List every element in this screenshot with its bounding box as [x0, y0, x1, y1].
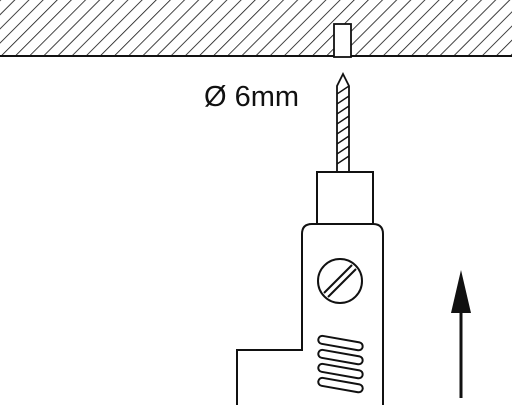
vent-slots	[317, 334, 364, 394]
drilled-hole	[333, 23, 352, 58]
diameter-label: Ø 6mm	[204, 81, 299, 113]
drill-bit	[336, 71, 350, 173]
upward-arrow-icon	[451, 270, 471, 398]
screw-icon	[317, 258, 363, 304]
ceiling-surface	[0, 0, 512, 57]
drill-chuck	[316, 171, 374, 225]
